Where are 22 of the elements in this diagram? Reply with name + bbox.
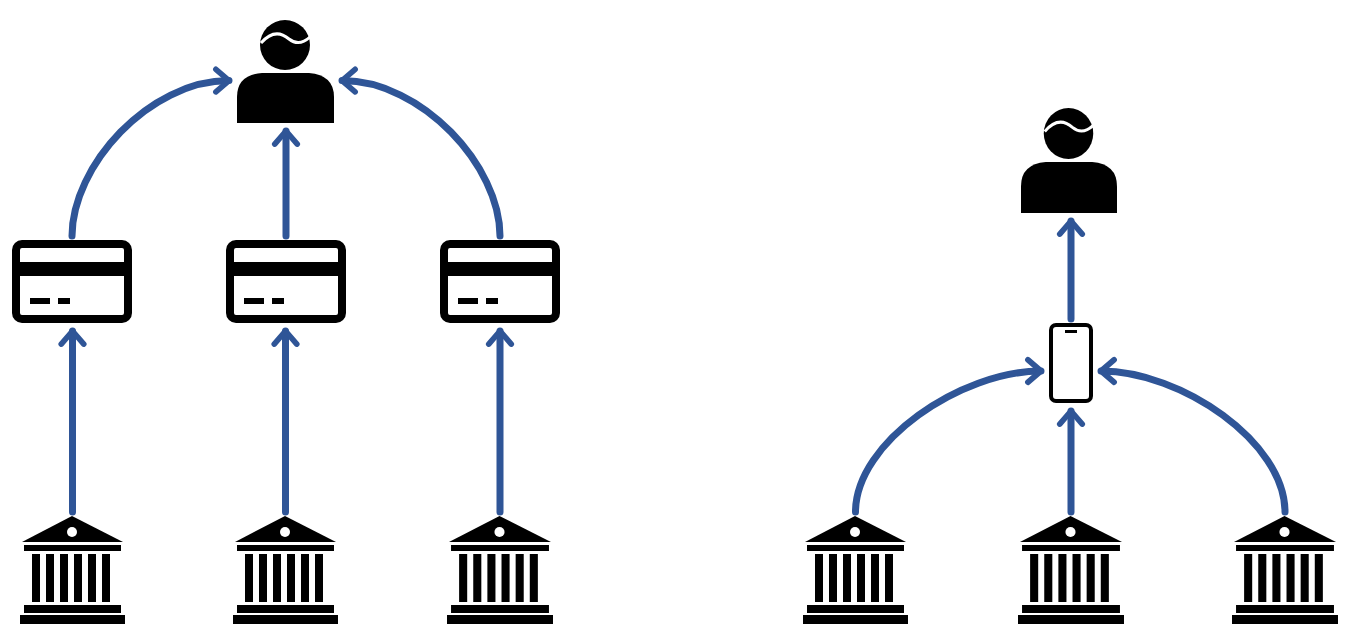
person-icon	[1021, 105, 1117, 213]
arrow	[1056, 217, 1086, 323]
bank-card-icon	[226, 240, 346, 323]
arrow	[1056, 407, 1086, 516]
arrow	[271, 127, 301, 240]
bank-building-icon	[1018, 516, 1124, 624]
arrow	[852, 357, 1045, 516]
bank-building-icon	[1232, 516, 1338, 624]
bank-building-icon	[803, 516, 908, 624]
arrow	[58, 327, 87, 516]
person-icon	[237, 17, 334, 123]
arrow	[68, 67, 233, 240]
arrow	[271, 327, 300, 516]
arrow	[485, 327, 515, 516]
bank-card-icon	[12, 240, 132, 323]
arrow	[338, 67, 504, 240]
bank-building-icon	[233, 516, 338, 624]
bank-card-icon	[440, 240, 560, 323]
bank-building-icon	[20, 516, 125, 624]
bank-building-icon	[447, 516, 553, 624]
smartphone-icon	[1049, 323, 1093, 403]
arrow	[1097, 357, 1289, 516]
